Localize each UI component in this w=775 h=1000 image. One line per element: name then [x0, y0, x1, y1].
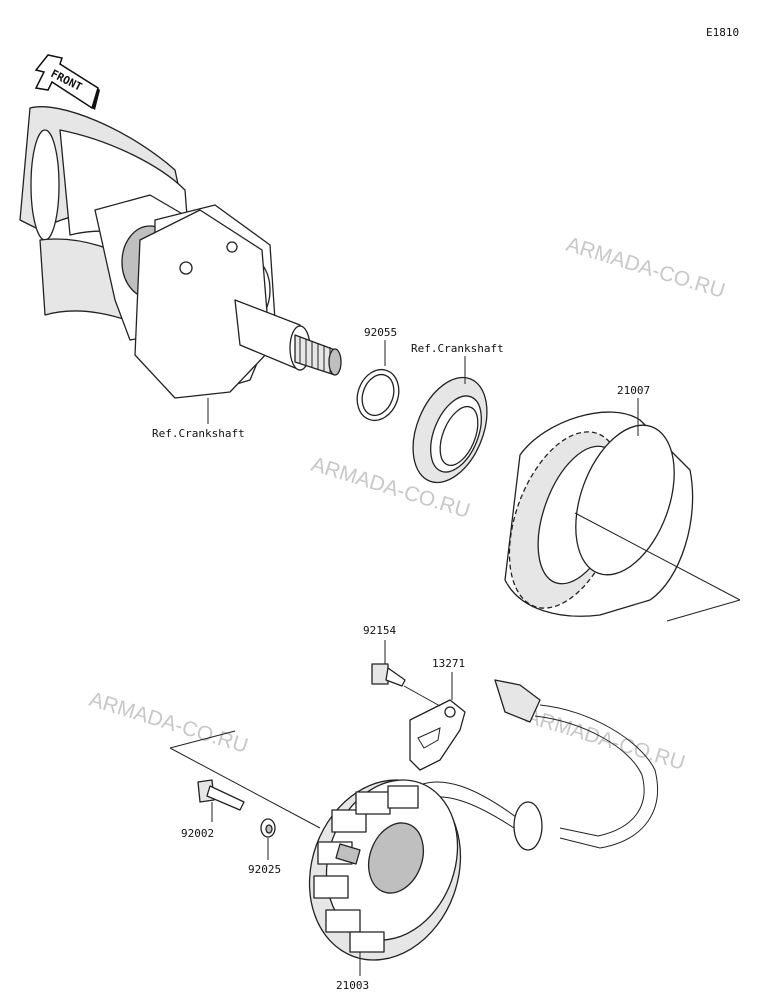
stator-wire [409, 679, 659, 851]
diagram-code: E1810 [706, 26, 739, 39]
front-arrow-icon: FRONT [34, 54, 100, 110]
callout-92055: 92055 [364, 326, 397, 339]
clamp-13271 [409, 699, 466, 771]
callout-92002: 92002 [181, 827, 214, 840]
leader-lines [169, 340, 741, 976]
o-ring-92055 [356, 368, 400, 422]
callout-ref-crankshaft-left: Ref.Crankshaft [152, 427, 245, 440]
watermark: ARMADA-CO.RU [87, 688, 251, 758]
bolt-92154 [371, 663, 406, 687]
callout-21007: 21007 [617, 384, 650, 397]
watermark: ARMADA-CO.RU [564, 233, 728, 303]
callout-13271: 13271 [432, 657, 465, 670]
callout-21003: 21003 [336, 979, 369, 992]
stator-21003 [308, 779, 462, 961]
oil-seal [412, 376, 488, 484]
callout-ref-crankshaft-top: Ref.Crankshaft [411, 342, 504, 355]
bolt-92002 [197, 779, 245, 811]
washer-92025 [260, 818, 276, 838]
callout-92154: 92154 [363, 624, 396, 637]
flywheel-21007 [504, 411, 694, 617]
crankshaft-drawing [19, 106, 342, 399]
callout-labels: 92055 Ref.Crankshaft Ref.Crankshaft 2100… [152, 326, 650, 992]
watermark: ARMADA-CO.RU [524, 705, 688, 775]
callout-92025: 92025 [248, 863, 281, 876]
